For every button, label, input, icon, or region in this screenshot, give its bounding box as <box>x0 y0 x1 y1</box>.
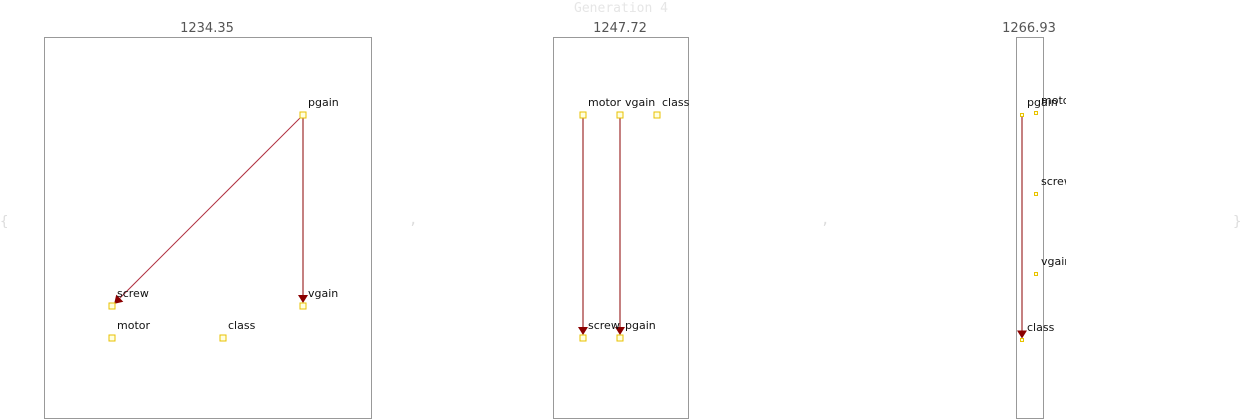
node-label-motor: motor <box>1041 94 1074 107</box>
node-pgain[interactable] <box>299 111 307 119</box>
node-label-pgain: pgain <box>1027 96 1058 109</box>
node-label-screw: screw <box>588 319 620 332</box>
panel-1-nodes: pgain screw vgain motor class <box>108 96 339 342</box>
panel-2-edges <box>578 118 625 335</box>
node-label-motor: motor <box>117 319 150 332</box>
node-vgain[interactable] <box>299 302 307 310</box>
node-label-vgain: vgain <box>625 96 655 109</box>
node-label-vgain: vgain <box>308 287 338 300</box>
panel-3-score: 1266.93 <box>1002 21 1056 36</box>
node-vgain[interactable] <box>616 111 624 119</box>
panel-2-frame <box>553 37 689 419</box>
panel-1-score: 1234.35 <box>180 21 234 36</box>
panel-2-score: 1247.72 <box>593 21 647 36</box>
panel-3-frame <box>1016 37 1044 419</box>
node-screw[interactable] <box>579 334 587 342</box>
node-label-pgain: pgain <box>308 96 339 109</box>
node-class[interactable] <box>1020 338 1024 342</box>
node-label-class: class <box>1027 321 1055 334</box>
node-pgain[interactable] <box>616 334 624 342</box>
close-brace: } <box>1233 214 1241 230</box>
node-label-class: class <box>228 319 256 332</box>
node-motor[interactable] <box>108 334 116 342</box>
panel-1-frame <box>44 37 372 419</box>
node-label-vgain: vgain <box>1041 255 1071 268</box>
node-label-class: class <box>662 96 690 109</box>
node-label-screw: screw <box>117 287 149 300</box>
node-label-pgain: pgain <box>625 319 656 332</box>
panel-2: 1247.72 motor vgain class screw pgain <box>553 21 690 419</box>
node-screw[interactable] <box>1034 192 1038 196</box>
node-pgain[interactable] <box>1020 113 1024 117</box>
node-motor[interactable] <box>1034 111 1038 115</box>
node-vgain[interactable] <box>1034 272 1038 276</box>
node-class[interactable] <box>653 111 661 119</box>
node-label-screw: screw <box>1041 175 1073 188</box>
node-motor[interactable] <box>579 111 587 119</box>
open-brace: { <box>0 214 8 230</box>
separator-1: , <box>409 212 417 228</box>
generation-title: Generation 4 <box>574 1 668 16</box>
separator-2: , <box>821 212 829 228</box>
node-class[interactable] <box>219 334 227 342</box>
panel-1: 1234.35 pgain screw vgain motor class <box>44 21 372 419</box>
node-screw[interactable] <box>108 302 116 310</box>
panel-1-edges <box>114 116 308 304</box>
panel-2-nodes: motor vgain class screw pgain <box>579 96 690 342</box>
edge-pgain-to-screw <box>114 116 302 304</box>
node-label-motor: motor <box>588 96 621 109</box>
